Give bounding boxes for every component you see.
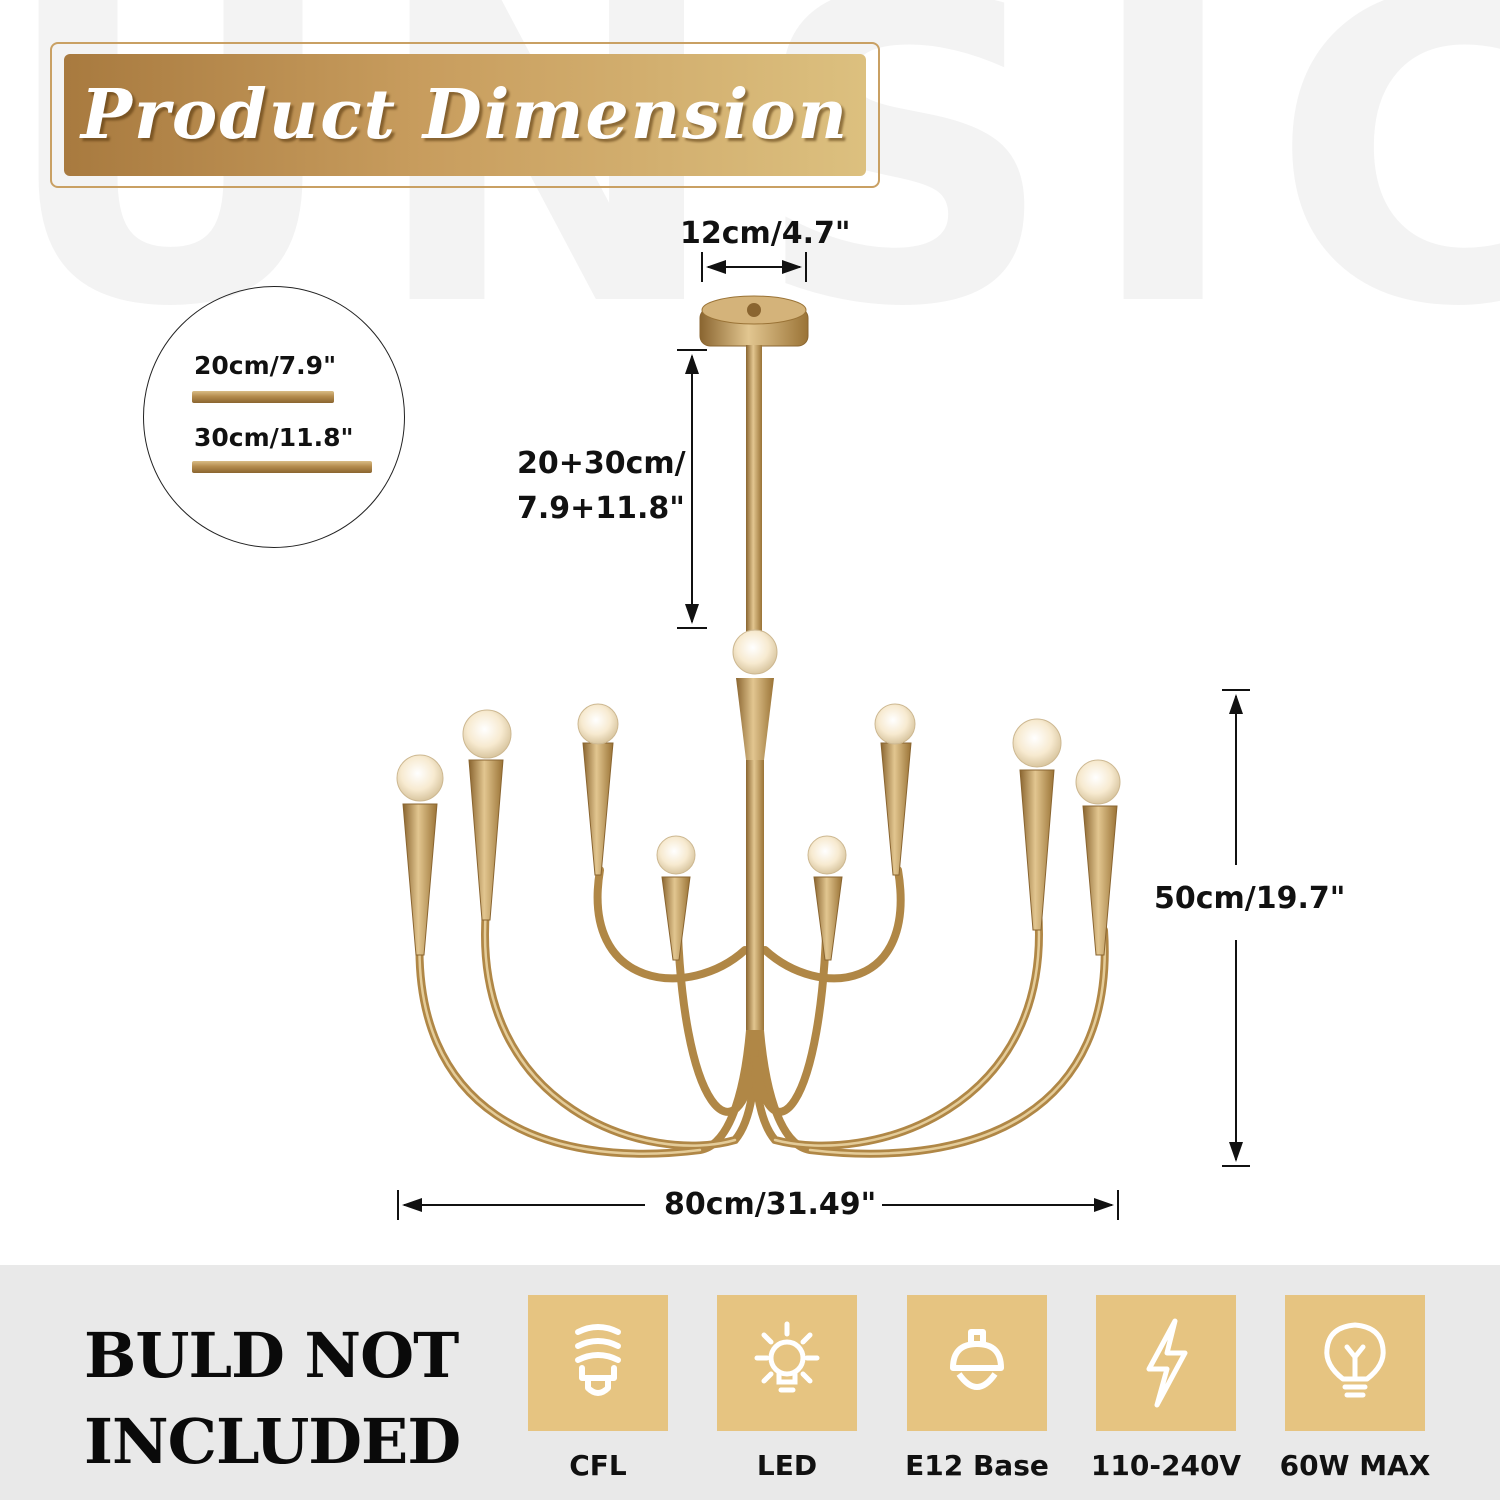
- long-rod-label: 30cm/11.8": [194, 423, 354, 452]
- short-rod-label: 20cm/7.9": [194, 351, 337, 380]
- long-rod: [192, 461, 372, 473]
- light-bulbs: [396, 629, 1121, 875]
- cfl-bulb-icon: [528, 1295, 668, 1431]
- voltage-icon: [1096, 1295, 1236, 1431]
- chandelier-arms-highlight: [418, 908, 1106, 1155]
- dimension-lines: [397, 252, 1250, 1220]
- feature-wattage-label: 60W MAX: [1279, 1449, 1431, 1482]
- feature-wattage: 60W MAX: [1280, 1295, 1430, 1482]
- width-label: 80cm/31.49": [664, 1187, 877, 1222]
- rod-length-label-line2: 7.9+11.8": [517, 491, 685, 526]
- candle-cups: [402, 742, 1118, 961]
- page-title: Product Dimension: [80, 75, 850, 155]
- specs-band: BULD NOT INCLUDED CFL LED: [0, 1265, 1500, 1500]
- feature-voltage-label: 110-240V: [1090, 1449, 1242, 1482]
- height-label: 50cm/19.7": [1154, 881, 1346, 916]
- bulb-notice-line1: BULD NOT: [84, 1319, 459, 1392]
- feature-cfl: CFL: [528, 1295, 668, 1482]
- e12-base-icon: [907, 1295, 1047, 1431]
- canopy: [699, 295, 809, 347]
- led-bulb-icon: [717, 1295, 857, 1431]
- feature-led: LED: [717, 1295, 857, 1482]
- rod-length-label-line1: 20+30cm/: [517, 446, 686, 481]
- short-rod: [192, 391, 334, 403]
- title-banner: Product Dimension: [50, 42, 880, 188]
- bulb-notice: BULD NOT INCLUDED: [84, 1313, 461, 1485]
- central-stem: [746, 760, 764, 1030]
- downrod: [746, 345, 762, 640]
- rod-options-callout: 20cm/7.9" 30cm/11.8": [143, 286, 405, 548]
- feature-voltage: 110-240V: [1091, 1295, 1241, 1482]
- feature-e12: E12 Base: [905, 1295, 1049, 1482]
- feature-cfl-label: CFL: [569, 1449, 627, 1482]
- feature-led-label: LED: [756, 1449, 818, 1482]
- title-banner-fill: Product Dimension: [64, 54, 866, 176]
- central-column: [736, 678, 774, 760]
- feature-e12-label: E12 Base: [905, 1449, 1049, 1482]
- chandelier-diagram: [396, 252, 1250, 1220]
- canopy-width-label: 12cm/4.7": [680, 216, 851, 251]
- bulb-notice-line2: INCLUDED: [84, 1405, 461, 1478]
- incandescent-bulb-icon: [1285, 1295, 1425, 1431]
